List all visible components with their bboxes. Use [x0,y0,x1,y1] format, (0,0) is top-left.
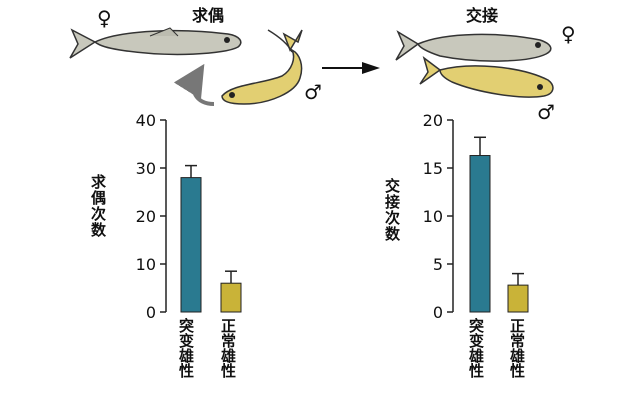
category-label: 突变雄性 [177,318,195,378]
male-fish-icon [221,29,303,105]
y-tick-label: 40 [136,111,156,130]
bar [180,177,202,313]
y-tick-label: 20 [423,111,443,130]
title-left: 求偶 [192,6,225,25]
y-tick-label: 20 [136,207,156,226]
category-label: 正常雄性 [508,318,526,378]
y-tick-label: 0 [146,303,156,322]
y-axis-label-right: 交接次数 [383,178,401,242]
y-tick-label: 10 [136,255,156,274]
category-label: 正常雄性 [219,318,237,378]
right-arrow-icon [322,62,380,74]
title-right: 交接 [466,6,499,25]
male-symbol-left: ♂ [304,80,322,104]
category-label: 突变雄性 [467,318,485,378]
bar [469,155,491,313]
y-tick-label: 5 [433,255,443,274]
male-symbol-right: ♂ [537,100,555,124]
y-tick-label: 30 [136,159,156,178]
female-symbol-left: ♀ [97,6,112,30]
female-fish-icon [69,27,242,59]
y-tick-label: 10 [423,207,443,226]
illustration [69,27,554,106]
y-tick-label: 15 [423,159,443,178]
y-axis-label-left: 求偶次数 [89,174,107,238]
curved-arrow-icon [173,63,215,106]
female-fish-icon [395,30,552,62]
bar [507,284,529,313]
bar [220,282,242,313]
female-symbol-right: ♀ [561,22,576,46]
y-tick-label: 0 [433,303,443,322]
male-fish-icon [419,56,554,98]
